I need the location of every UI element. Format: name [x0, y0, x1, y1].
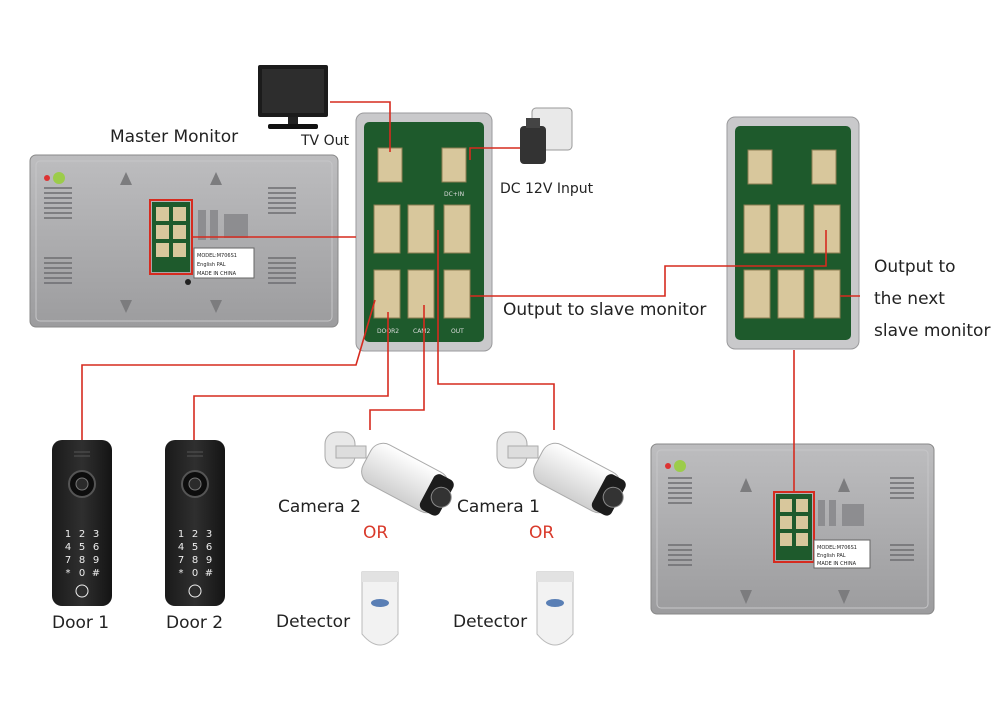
camera-2-icon — [324, 431, 454, 516]
keypad-key: # — [92, 568, 100, 579]
slave-sticker-line-2: English PAL — [817, 553, 846, 559]
port-label-dc: DC+IN — [444, 191, 464, 198]
keypad-key: 8 — [192, 555, 198, 566]
keypad-key: 5 — [192, 542, 198, 553]
slave-sticker-line-1: MODEL:M706S1 — [817, 545, 857, 551]
keypad-key: # — [205, 568, 213, 579]
port-label-out: OUT — [451, 328, 464, 335]
detector-2-icon — [361, 571, 399, 646]
dc-input-label: DC 12V Input — [500, 181, 594, 197]
camera-2-label: Camera 2 — [278, 497, 361, 517]
output-next-line-1: Output to — [874, 257, 956, 277]
detector-2-label: Detector — [276, 612, 351, 632]
keypad-key: 0 — [79, 568, 85, 579]
keypad-key: 9 — [206, 555, 212, 566]
slave-sticker-line-3: MADE IN CHINA — [817, 561, 857, 567]
keypad-key: 6 — [93, 542, 99, 553]
sticker-line-3: MADE IN CHINA — [197, 271, 237, 277]
keypad-key: * — [179, 568, 184, 579]
slave-monitor: MODEL:M706S1 English PAL MADE IN CHINA — [650, 443, 935, 615]
output-next-line-2: the next — [874, 289, 945, 309]
slave-wiring-board — [726, 116, 860, 350]
or-label-1: OR — [529, 523, 555, 543]
master-wiring-board: DOOR2 CAM2 OUT DC+IN — [355, 112, 493, 352]
keypad-key: 4 — [178, 542, 184, 553]
master-monitor: MODEL:M706S1 English PAL MADE IN CHINA — [29, 154, 339, 328]
output-slave-label: Output to slave monitor — [503, 300, 707, 320]
keypad-key: 7 — [65, 555, 71, 566]
sticker-line-2: English PAL — [197, 262, 226, 268]
keypad-key: 9 — [93, 555, 99, 566]
detector-1-label: Detector — [453, 612, 528, 632]
tv-out-label: TV Out — [301, 133, 349, 149]
output-next-line-3: slave monitor — [874, 321, 991, 341]
keypad-key: * — [66, 568, 71, 579]
keypad-key: 1 — [178, 529, 184, 540]
door-2-label: Door 2 — [166, 613, 224, 633]
keypad-key: 2 — [79, 529, 85, 540]
keypad-key: 3 — [206, 529, 212, 540]
keypad-key: 0 — [192, 568, 198, 579]
detector-1-icon — [536, 571, 574, 646]
wires — [81, 101, 860, 492]
door-1-label: Door 1 — [52, 613, 110, 633]
or-label-2: OR — [363, 523, 389, 543]
keypad-key: 3 — [93, 529, 99, 540]
keypad-key: 1 — [65, 529, 71, 540]
tv-icon — [258, 65, 328, 129]
camera-1-icon — [496, 431, 626, 516]
sticker-line-1: MODEL:M706S1 — [197, 253, 237, 259]
master-monitor-label: Master Monitor — [110, 127, 239, 147]
keypad-key: 2 — [192, 529, 198, 540]
power-adapter-icon — [520, 107, 573, 164]
keypad-key: 8 — [79, 555, 85, 566]
keypad-key: 7 — [178, 555, 184, 566]
port-label-cam2: CAM2 — [413, 328, 430, 335]
camera-1-label: Camera 1 — [457, 497, 540, 517]
keypad-key: 5 — [79, 542, 85, 553]
keypad-key: 6 — [206, 542, 212, 553]
keypad-key: 4 — [65, 542, 71, 553]
